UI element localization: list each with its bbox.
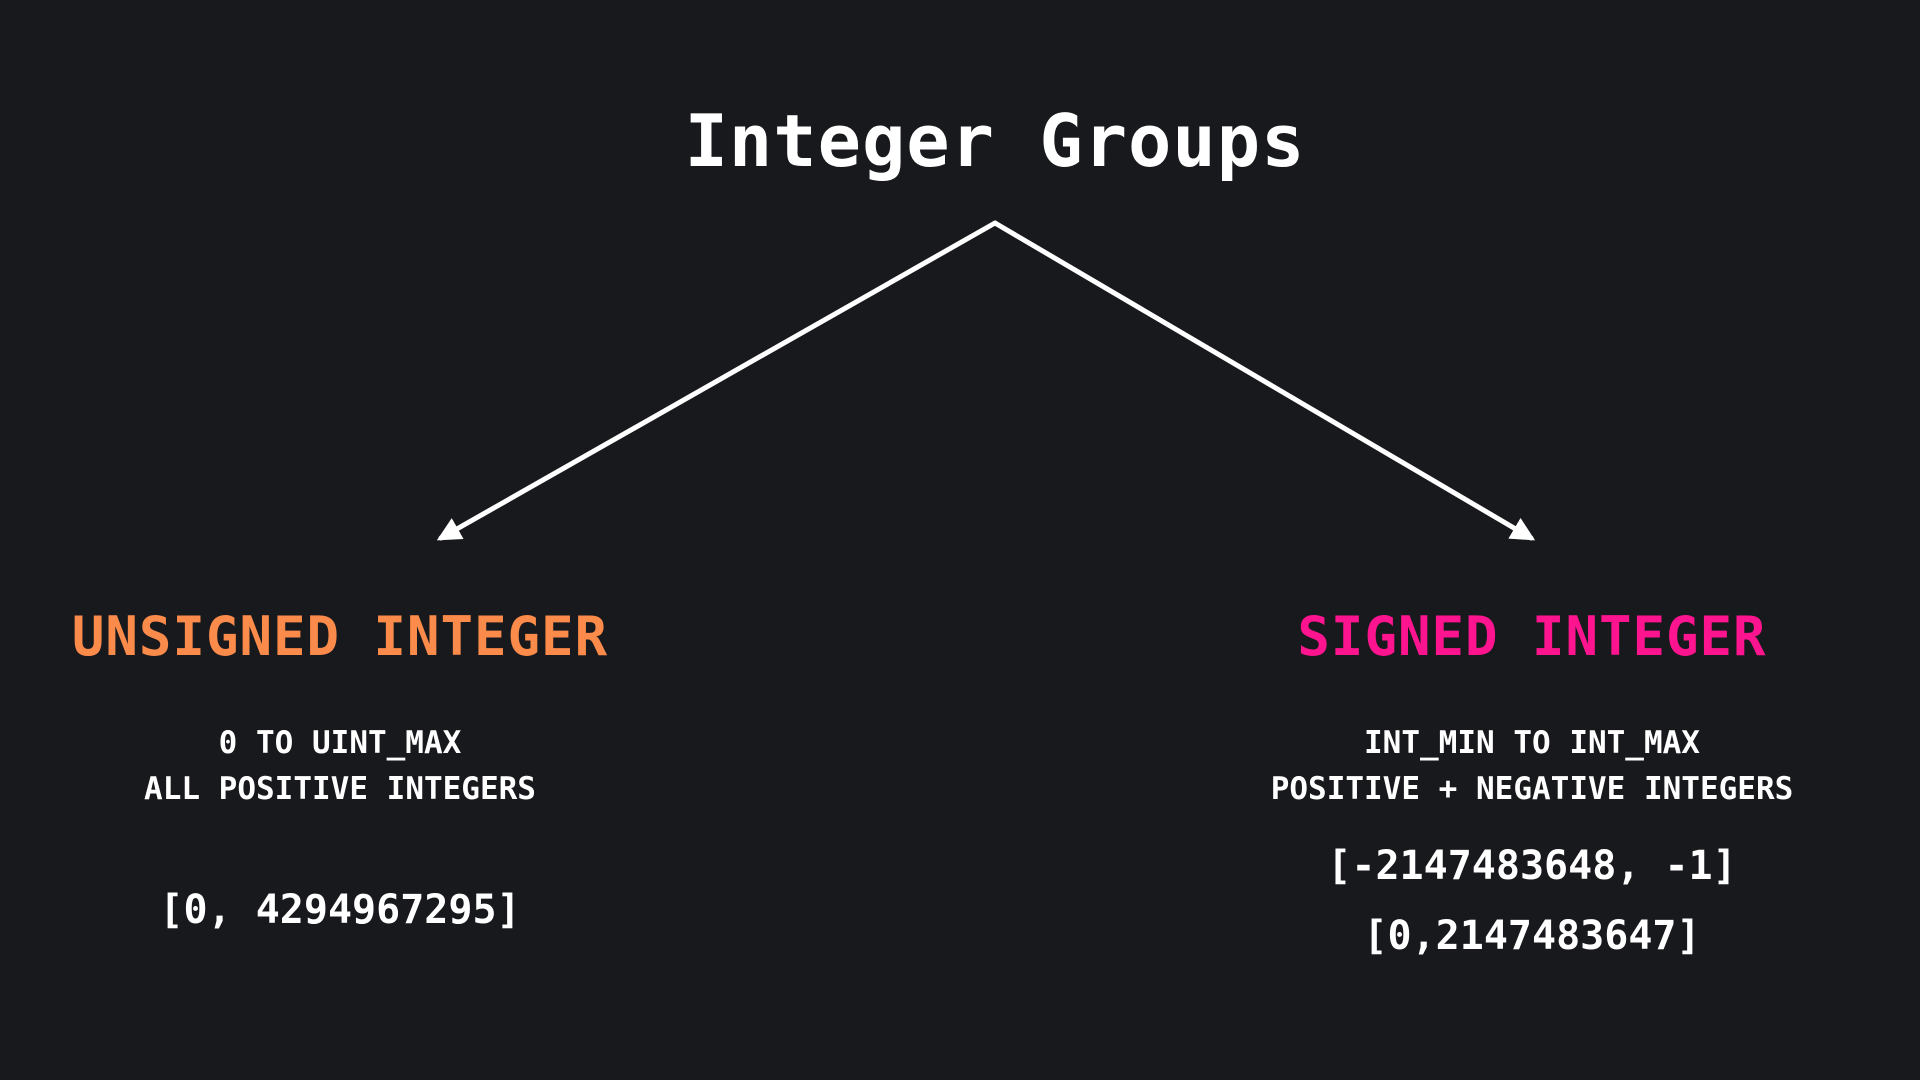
signed-integer-description: INT_MIN TO INT_MAX POSITIVE + NEGATIVE I… bbox=[1082, 720, 1920, 812]
unsigned-integer-group: UNSIGNED INTEGER 0 TO UINT_MAX ALL POSIT… bbox=[0, 605, 790, 933]
unsigned-description: ALL POSITIVE INTEGERS bbox=[144, 771, 536, 807]
unsigned-numeric-range: [0, 4294967295] bbox=[159, 887, 521, 933]
diagram-title: Integer Groups bbox=[684, 99, 1306, 183]
unsigned-integer-description: 0 TO UINT_MAX ALL POSITIVE INTEGERS bbox=[0, 720, 790, 812]
signed-range-label: INT_MIN TO INT_MAX bbox=[1364, 725, 1700, 761]
signed-integer-heading: SIGNED INTEGER bbox=[1297, 605, 1767, 668]
signed-integer-group: SIGNED INTEGER INT_MIN TO INT_MAX POSITI… bbox=[1082, 605, 1920, 959]
arrow-to-unsigned bbox=[436, 220, 998, 541]
arrow-to-signed bbox=[992, 220, 1536, 541]
signed-description: POSITIVE + NEGATIVE INTEGERS bbox=[1270, 771, 1794, 807]
unsigned-integer-heading: UNSIGNED INTEGER bbox=[71, 605, 609, 668]
signed-negative-range: [-2147483648, -1] bbox=[1327, 843, 1737, 889]
signed-positive-range: [0,2147483647] bbox=[1363, 913, 1701, 959]
unsigned-range-label: 0 TO UINT_MAX bbox=[218, 725, 462, 761]
